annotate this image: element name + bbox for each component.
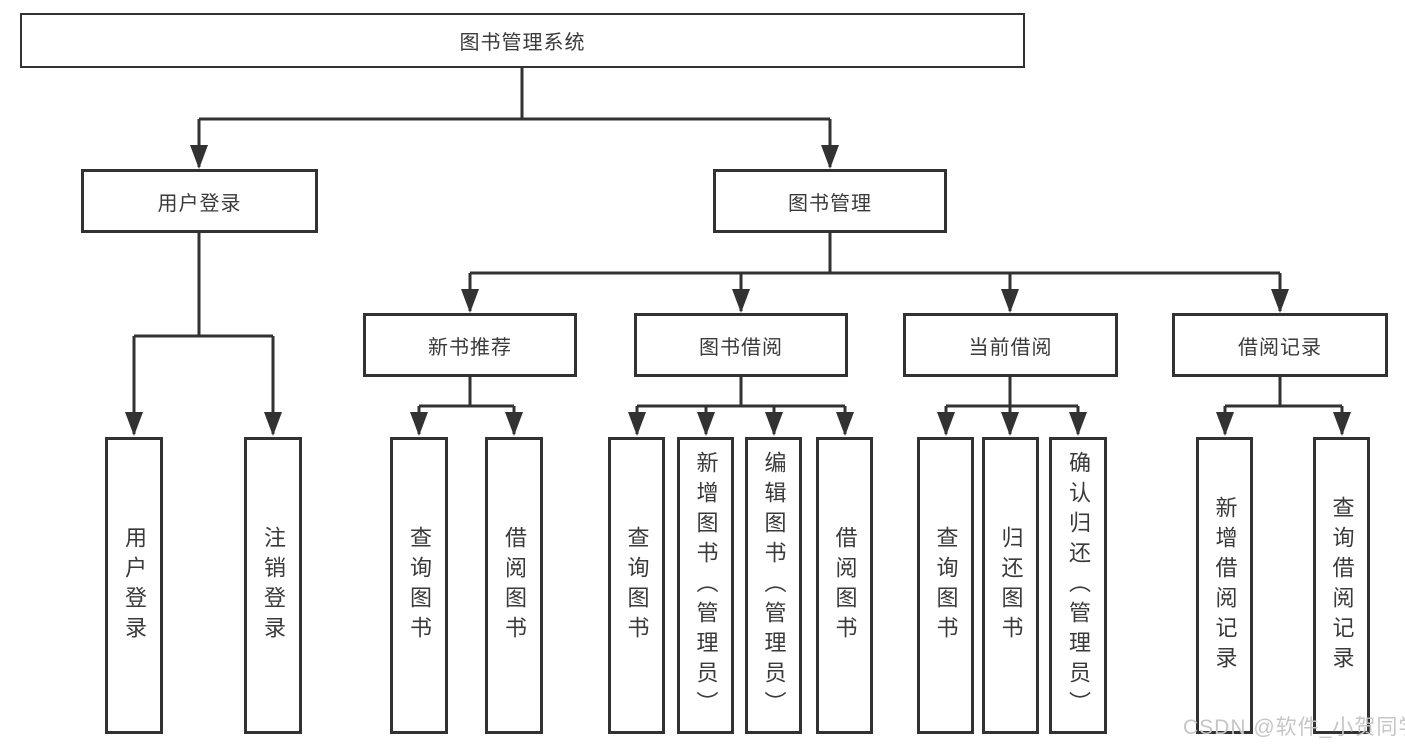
leaf-query-book-borrow: 查询图书 — [608, 437, 665, 734]
node-new-book-recommend-label: 新书推荐 — [428, 336, 512, 359]
node-book-management-label: 图书管理 — [788, 192, 872, 215]
leaf-logout-login-label: 注销登录 — [261, 525, 286, 646]
csdn-watermark: CSDN @软件_小贺同学 — [1183, 716, 1405, 739]
leaf-edit-book-admin: 编辑图书（管理员） — [745, 437, 802, 734]
leaf-user-login: 用户登录 — [105, 437, 163, 734]
node-root-label: 图书管理系统 — [459, 32, 586, 54]
leaf-query-book-recommend: 查询图书 — [390, 437, 448, 734]
leaf-borrow-book-borrow-label: 借阅图书 — [832, 525, 858, 646]
leaf-user-login-label: 用户登录 — [122, 525, 147, 646]
leaf-add-borrow-record: 新增借阅记录 — [1196, 437, 1253, 734]
leaf-add-book-admin: 新增图书（管理员） — [677, 437, 734, 734]
leaf-confirm-return-admin-label: 确认归还（管理员） — [1066, 450, 1091, 721]
leaf-query-book-current: 查询图书 — [917, 437, 974, 734]
leaf-borrow-book-borrow: 借阅图书 — [816, 437, 873, 734]
node-borrow-records-label: 借阅记录 — [1238, 336, 1322, 359]
leaf-query-book-current-label: 查询图书 — [933, 525, 959, 646]
connector-stems — [134, 68, 1342, 408]
node-user-login: 用户登录 — [81, 169, 318, 233]
leaf-return-book-label: 归还图书 — [998, 525, 1024, 646]
node-current-borrow-label: 当前借阅 — [968, 336, 1053, 359]
connector-arrows — [125, 119, 1351, 436]
node-book-borrow: 图书借阅 — [634, 313, 848, 377]
node-root: 图书管理系统 — [20, 13, 1025, 68]
node-book-management: 图书管理 — [713, 169, 947, 233]
leaf-query-book-recommend-label: 查询图书 — [407, 525, 432, 646]
leaf-query-borrow-record-label: 查询借阅记录 — [1329, 495, 1355, 676]
leaf-add-book-admin-label: 新增图书（管理员） — [693, 450, 719, 721]
node-new-book-recommend: 新书推荐 — [363, 313, 577, 377]
node-user-login-label: 用户登录 — [157, 192, 242, 215]
leaf-query-borrow-record: 查询借阅记录 — [1313, 437, 1370, 734]
node-borrow-records: 借阅记录 — [1172, 313, 1388, 377]
leaf-borrow-book-recommend-label: 借阅图书 — [502, 525, 527, 646]
leaf-edit-book-admin-label: 编辑图书（管理员） — [761, 450, 787, 721]
leaf-query-book-borrow-label: 查询图书 — [624, 525, 650, 646]
leaf-confirm-return-admin: 确认归还（管理员） — [1049, 437, 1107, 734]
node-current-borrow: 当前借阅 — [903, 313, 1118, 377]
leaf-return-book: 归还图书 — [982, 437, 1039, 734]
leaf-borrow-book-recommend: 借阅图书 — [485, 437, 543, 734]
leaf-logout-login: 注销登录 — [244, 437, 302, 734]
leaf-add-borrow-record-label: 新增借阅记录 — [1212, 495, 1238, 676]
node-book-borrow-label: 图书借阅 — [699, 336, 783, 359]
